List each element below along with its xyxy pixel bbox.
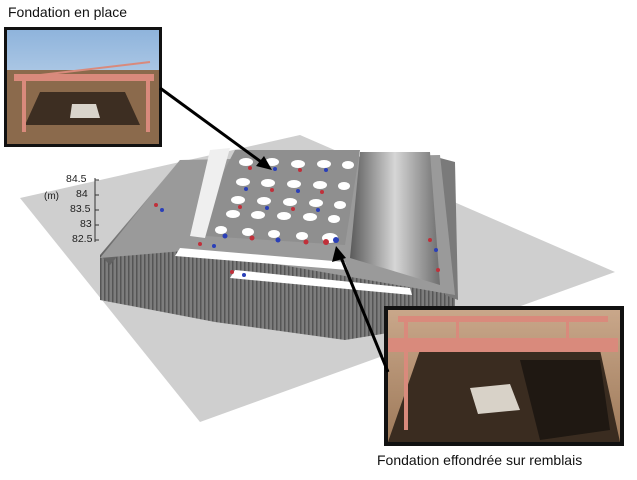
white-band-3	[190, 148, 230, 238]
axis-tick-83: 83	[80, 218, 92, 230]
model-inner-floor	[190, 150, 360, 245]
white-band-1	[175, 248, 348, 270]
axis-unit: (m)	[44, 191, 59, 202]
foundation-holes	[215, 158, 354, 243]
photo-foundation-collapsed	[384, 306, 624, 446]
axis-tick-83-5: 83.5	[70, 203, 91, 215]
photo-foundation-in-place	[4, 27, 162, 147]
axis-tick-84: 84	[76, 188, 88, 200]
caption-top: Fondation en place	[8, 4, 128, 20]
leader-arrow-top	[159, 86, 272, 170]
elevation-axis	[94, 178, 99, 242]
leader-arrow-bottom	[332, 246, 390, 373]
trench	[350, 152, 440, 285]
axis-tick-82-5: 82.5	[72, 233, 93, 245]
white-band-2	[230, 270, 412, 295]
caption-bottom: Fondation effondrée sur remblais	[377, 452, 583, 468]
anomaly-speckles	[154, 166, 440, 277]
axis-tick-84-5: 84.5	[66, 173, 87, 185]
